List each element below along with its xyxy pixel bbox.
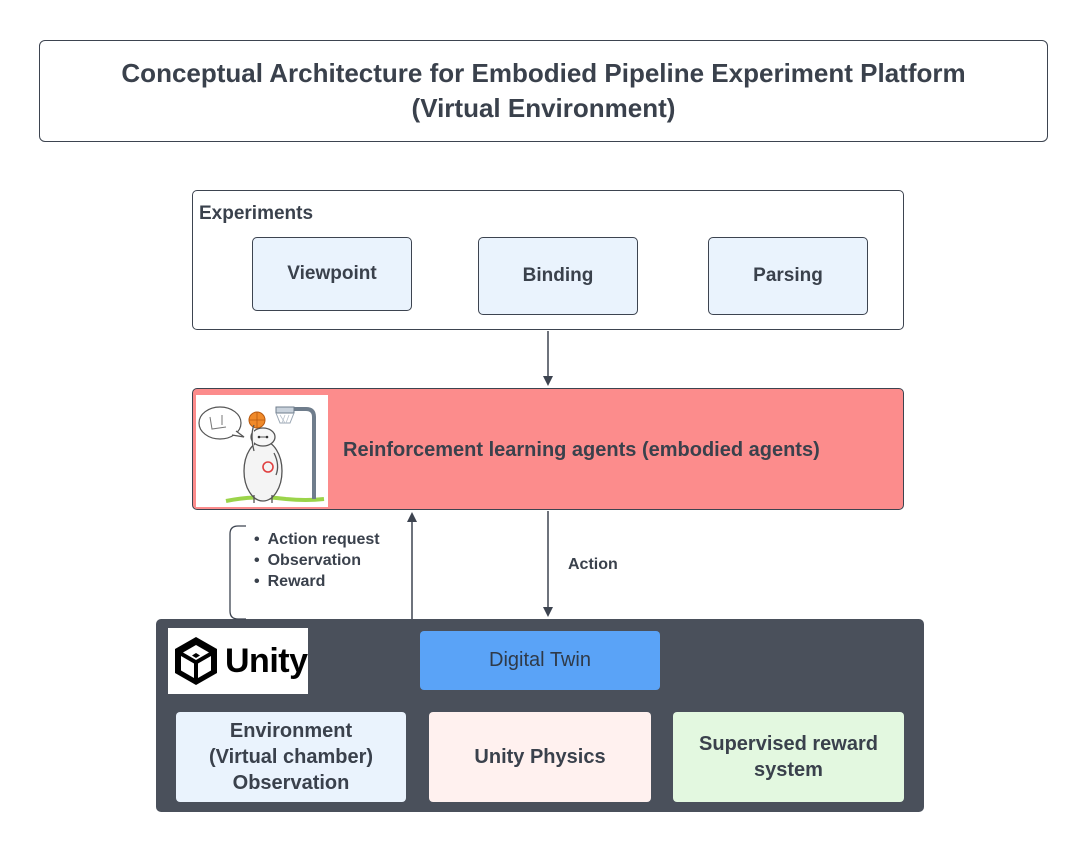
agents-label: Reinforcement learning agents (embodied … [343,438,820,461]
feedback-item-action-request: Action request [254,529,380,550]
feedback-item-observation: Observation [254,550,380,571]
feedback-bracket [229,525,246,620]
unity-cube-icon [175,637,217,685]
digital-twin-box: Digital Twin [420,631,660,690]
experiment-viewpoint: Viewpoint [252,237,412,311]
title-line-2: (Virtual Environment) [411,93,676,123]
unity-container: Unity Digital Twin Environment (Virtual … [156,619,924,812]
reward-system-box: Supervised reward system [673,712,904,802]
feedback-item-reward: Reward [254,571,380,592]
environment-line-2: (Virtual chamber) [208,746,374,768]
environment-box: Environment (Virtual chamber) Observatio… [176,712,406,802]
reward-line-2: system [754,759,823,781]
experiments-box: Experiments Viewpoint Binding Parsing [192,190,904,330]
reward-line-1: Supervised reward [699,733,878,755]
agents-box: Reinforcement learning agents (embodied … [192,388,904,510]
experiment-binding: Binding [478,237,638,315]
unity-logo-text: Unity [225,641,308,680]
action-label: Action [568,556,618,573]
environment-line-3: Observation [232,772,350,794]
unity-physics-box: Unity Physics [429,712,651,802]
environment-line-1: Environment [229,720,353,742]
title-box: Conceptual Architecture for Embodied Pip… [39,40,1048,142]
robot-basketball-illustration [196,395,328,507]
experiment-parsing: Parsing [708,237,868,315]
feedback-list: Action request Observation Reward [254,529,380,592]
unity-logo: Unity [168,628,308,694]
experiments-label: Experiments [199,203,314,224]
title-line-1: Conceptual Architecture for Embodied Pip… [121,58,966,88]
